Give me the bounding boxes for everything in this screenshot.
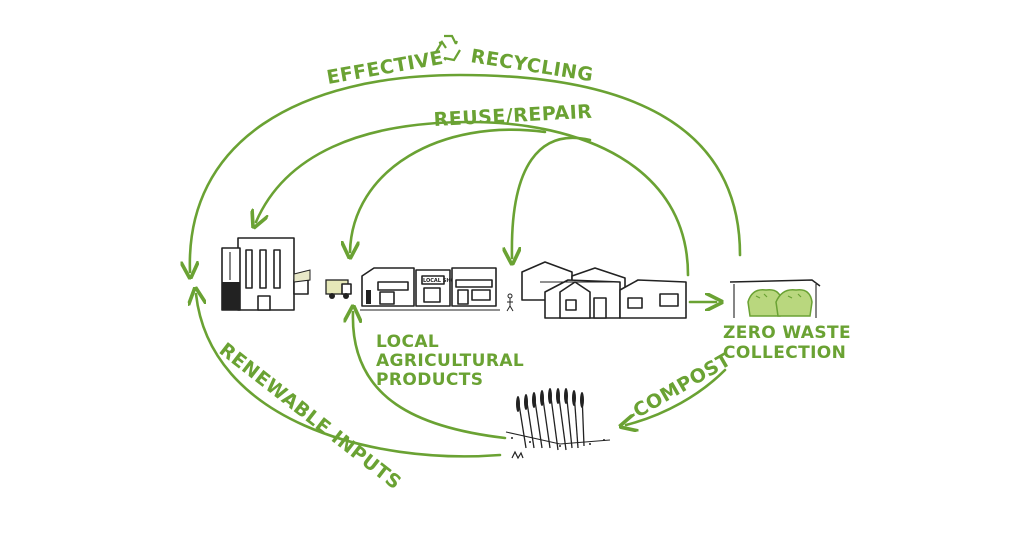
arrow-local-agricultural <box>353 312 507 440</box>
recycle-icon <box>435 34 461 62</box>
label-collection: COLLECTION <box>723 343 846 363</box>
label-zero-waste: ZERO WASTE <box>723 323 851 343</box>
flow-arrows <box>190 73 742 458</box>
label-compost: COMPOST <box>630 349 736 423</box>
label-local-line1: LOCAL <box>376 332 439 352</box>
arrow-compost <box>626 368 727 425</box>
bins-icon <box>729 279 821 318</box>
label-effective: EFFECTIVE <box>325 47 445 89</box>
arrow-reuse-to-houses <box>512 136 592 258</box>
houses-icon <box>506 261 687 319</box>
truck-icon <box>325 279 352 299</box>
arrow-reuse-to-shops <box>350 128 547 252</box>
label-local-line3: PRODUCTS <box>376 370 483 390</box>
factory-icon <box>221 237 311 311</box>
arrow-renewable-inputs <box>196 294 502 458</box>
label-reuse-repair: REUSE/REPAIR <box>433 101 593 131</box>
arrow-reuse-to-factory <box>256 120 690 277</box>
shops-icon: LOCAL SHOP <box>360 267 500 311</box>
local-shop-sign: LOCAL SHOP <box>423 278 459 284</box>
arrow-effective-recycling <box>190 73 742 272</box>
label-local-line2: AGRICULTURAL <box>376 351 524 371</box>
wheat-field-icon <box>505 388 611 460</box>
label-recycling: RECYCLING <box>469 45 595 86</box>
